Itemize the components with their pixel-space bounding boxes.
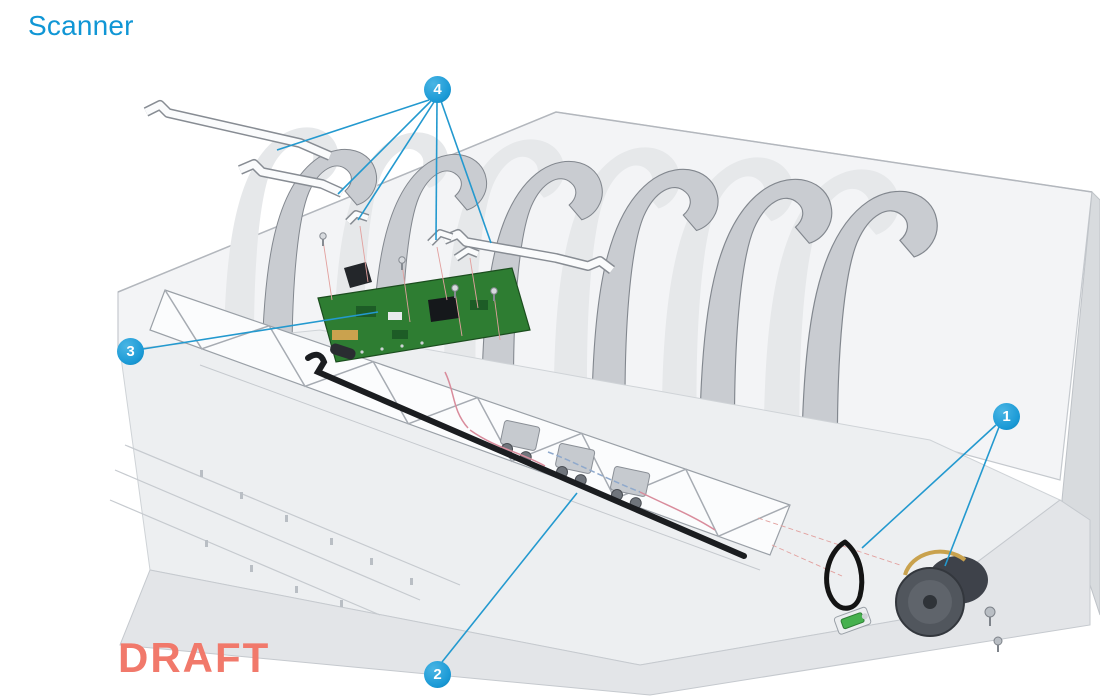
motor-screws xyxy=(984,606,1003,652)
platen-details xyxy=(109,444,461,616)
platen-ticks xyxy=(200,470,413,607)
callout-number: 1 xyxy=(1002,408,1011,425)
encoder-sensor xyxy=(833,606,872,635)
callout-badge-1: 1 xyxy=(993,403,1020,430)
callout-badge-2: 2 xyxy=(424,661,451,688)
callout-number: 4 xyxy=(433,81,442,98)
scanner-pcb xyxy=(317,262,531,363)
page-title: Scanner xyxy=(28,10,134,41)
callout-number: 3 xyxy=(126,343,135,360)
printer-front-face xyxy=(119,499,1091,696)
draft-watermark: DRAFT xyxy=(118,634,271,681)
callout-badge-4: 4 xyxy=(424,76,451,103)
strip-parts xyxy=(143,100,615,274)
drive-belt xyxy=(824,539,865,611)
wiring xyxy=(444,371,716,531)
callout-number: 2 xyxy=(433,666,442,683)
screws xyxy=(319,232,498,301)
leader-lines xyxy=(142,99,1000,663)
callout-badge-3: 3 xyxy=(117,338,144,365)
alignment-lines xyxy=(322,225,901,577)
drive-rod xyxy=(305,351,747,559)
motor-assembly xyxy=(833,549,1003,652)
